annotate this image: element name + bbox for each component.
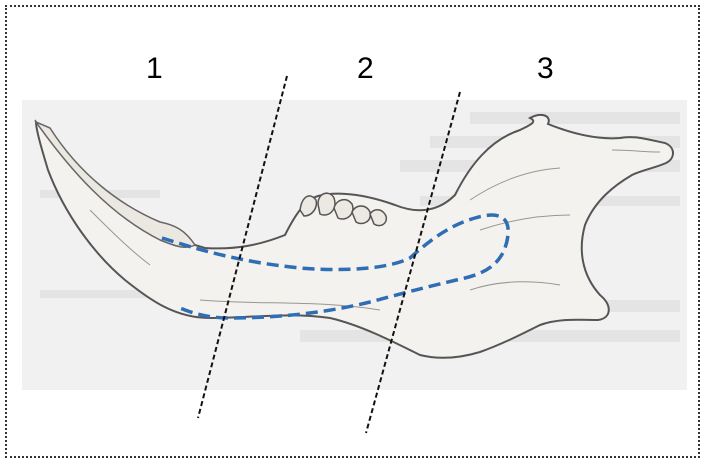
region-label-1: 1	[146, 52, 163, 85]
region-label-3: 3	[537, 52, 554, 85]
region-label-2: 2	[357, 52, 374, 85]
